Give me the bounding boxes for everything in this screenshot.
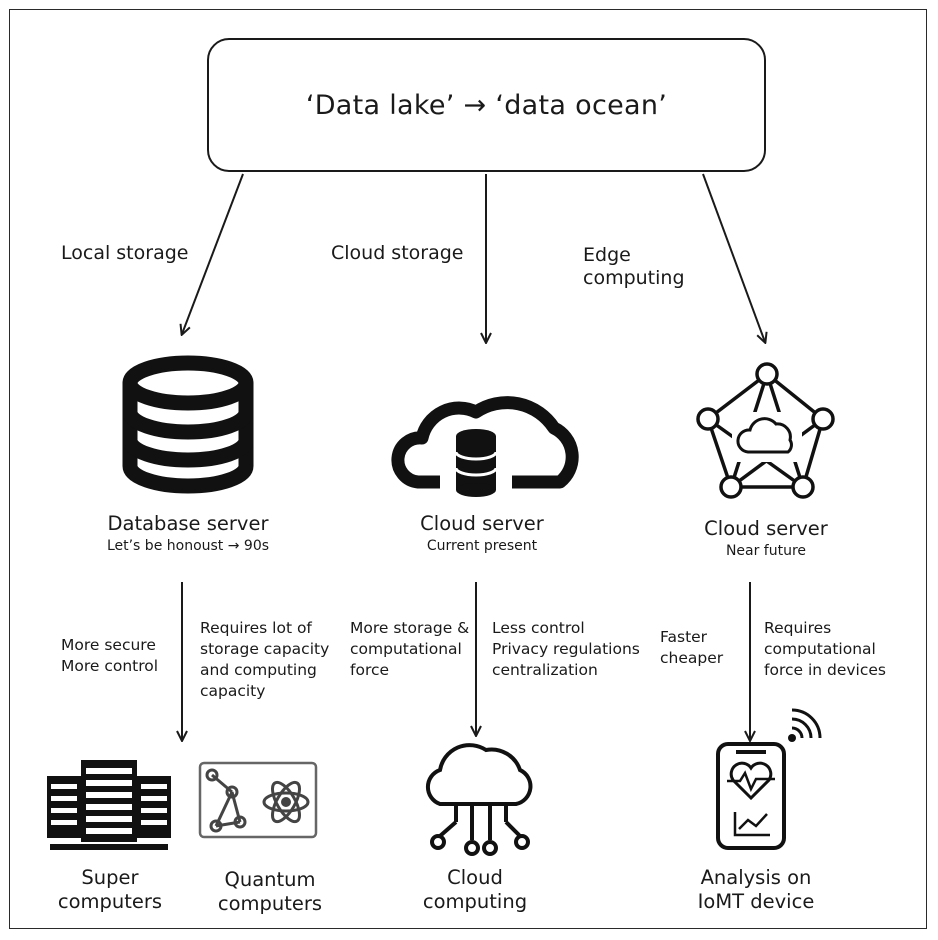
outcome-quantum-computers: Quantum computers xyxy=(200,868,340,917)
branch-label-line: Edge xyxy=(583,244,631,266)
outcome-super-computers: Super computers xyxy=(50,866,170,915)
pros-edge: Faster cheaper xyxy=(660,627,723,669)
outcome-line: IoMT device xyxy=(697,890,815,914)
arrow-local-storage xyxy=(182,173,244,334)
cons-line: centralization xyxy=(492,660,598,679)
node-title-cloud-server: Cloud server xyxy=(420,512,544,535)
cons-line: and computing xyxy=(200,660,317,679)
outcome-cloud-computing: Cloud computing xyxy=(410,866,540,915)
outcome-line: Quantum xyxy=(224,868,316,891)
outcome-line: Cloud xyxy=(447,866,503,889)
edge-network-icon xyxy=(696,362,835,499)
cons-line: force in devices xyxy=(764,660,887,679)
branch-label-cloud-storage: Cloud storage xyxy=(331,242,464,264)
arrow-edge-computing xyxy=(702,173,765,342)
database-icon xyxy=(122,355,254,494)
node-title-edge-cloud-server: Cloud server xyxy=(704,517,828,540)
server-rack-icon xyxy=(47,760,171,850)
node-subtitle-edge-cloud-server: Near future xyxy=(725,543,807,559)
title-box: ‘Data lake’ → ‘data ocean’ xyxy=(207,38,766,172)
cons-line: Less control xyxy=(492,619,585,637)
outcome-line: computing xyxy=(422,890,528,914)
outcome-iomt-analysis: Analysis on IoMT device xyxy=(676,866,836,915)
node-subtitle-cloud-server: Current present xyxy=(426,538,538,554)
pros-line: force xyxy=(350,660,390,679)
cons-database: Requires lot of storage capacity and com… xyxy=(200,618,329,702)
outcome-line: Analysis on xyxy=(700,866,812,889)
outcome-line: computers xyxy=(57,890,163,914)
atom-icon xyxy=(198,761,318,839)
cons-edge: Requires computational force in devices xyxy=(764,618,886,681)
cloud-network-icon xyxy=(425,743,533,856)
diagram-frame xyxy=(9,9,927,929)
pros-line: More secure xyxy=(61,636,156,654)
pros-line: More control xyxy=(61,656,159,675)
cons-line: Requires xyxy=(764,619,832,637)
cons-cloud: Less control Privacy regulations central… xyxy=(492,618,640,681)
branch-label-edge-computing: Edge computing xyxy=(583,244,685,290)
branch-label-line: computing xyxy=(583,266,685,289)
cons-line: storage capacity xyxy=(200,639,330,658)
node-title-database-server: Database server xyxy=(107,512,269,535)
cloud-database-icon xyxy=(391,396,579,497)
pros-database: More secure More control xyxy=(61,635,158,677)
pros-cloud: More storage & computational force xyxy=(350,618,469,681)
pros-line: cheaper xyxy=(660,648,724,667)
outcome-line: Super xyxy=(81,866,139,889)
diagram-title: ‘Data lake’ → ‘data ocean’ xyxy=(305,89,668,121)
pros-line: More storage & xyxy=(350,619,470,637)
pros-line: Faster xyxy=(660,628,708,646)
node-subtitle-database-server: Let’s be honoust → 90s xyxy=(106,538,270,554)
outcome-line: computers xyxy=(217,892,323,916)
cons-line: computational xyxy=(764,639,876,658)
cons-line: Requires lot of xyxy=(200,619,312,637)
mobile-heart-monitor-icon xyxy=(716,708,822,850)
cons-line: Privacy regulations xyxy=(492,639,640,658)
cons-line: capacity xyxy=(200,681,266,700)
pros-line: computational xyxy=(350,639,462,658)
branch-label-local-storage: Local storage xyxy=(61,242,189,264)
